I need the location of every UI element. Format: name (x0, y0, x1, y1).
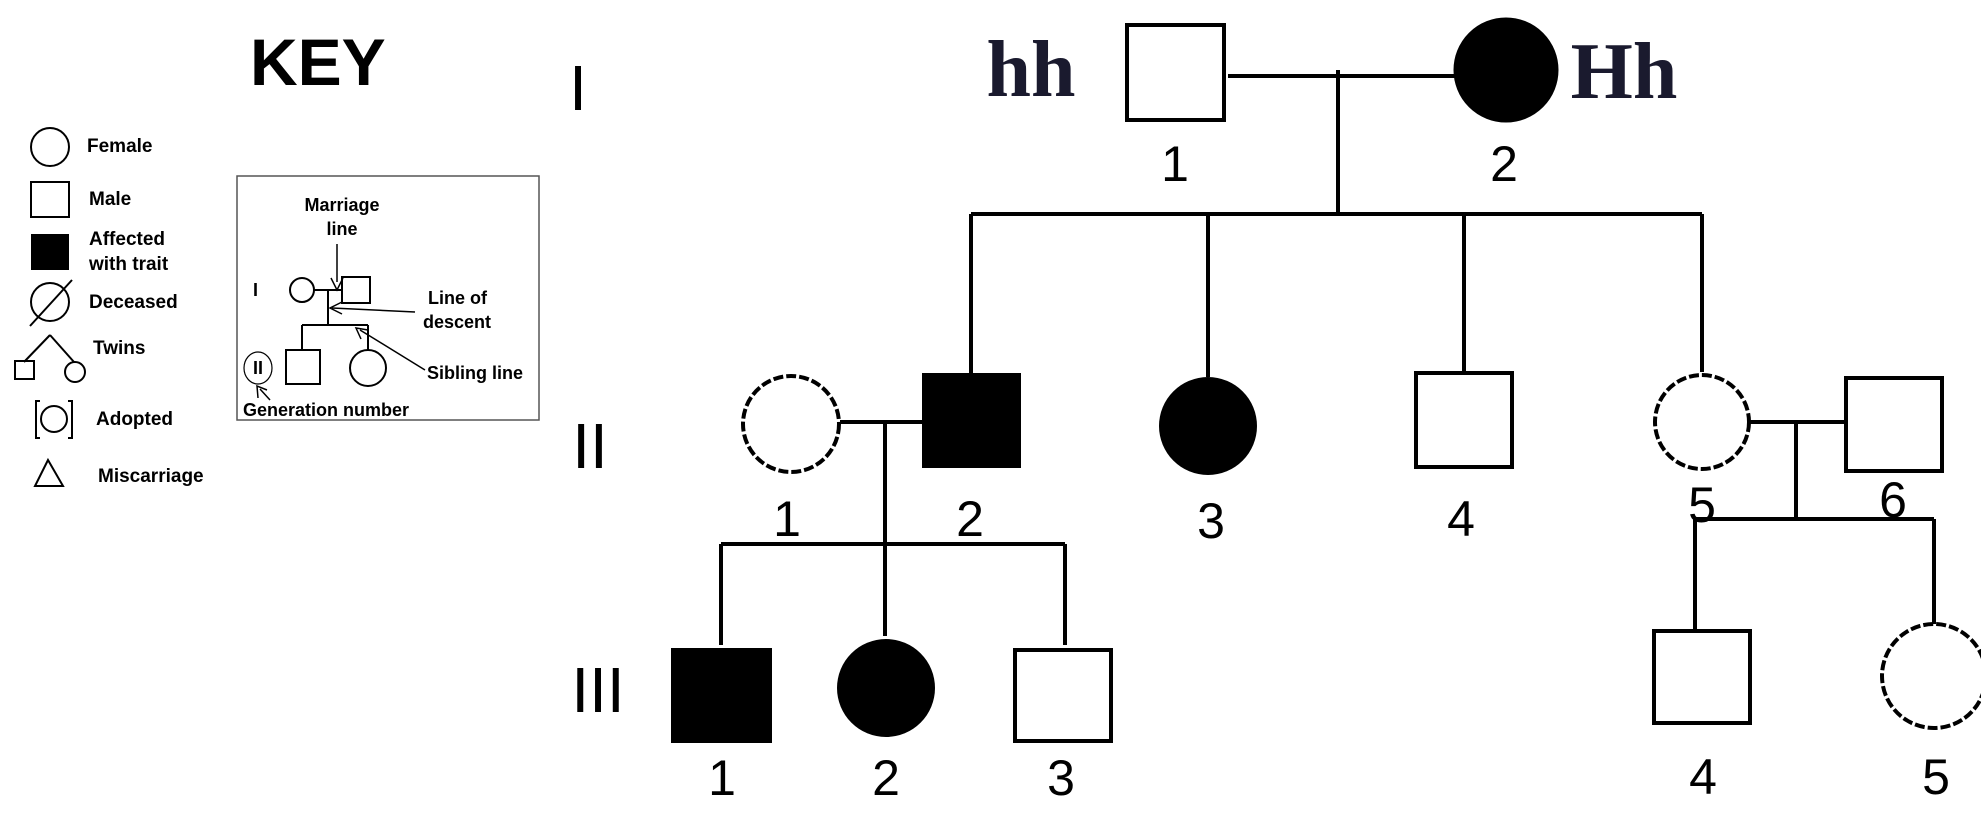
gen2-number-5: 5 (1688, 477, 1716, 533)
inset-marriage-2: line (326, 219, 357, 239)
gen2-number-3: 3 (1197, 493, 1225, 549)
individuals: 1 2 hh Hh 1 2 3 4 5 6 1 2 3 4 5 (671, 17, 1981, 806)
gen2-individual-4 (1414, 371, 1514, 469)
gen2-number-1: 1 (773, 491, 801, 547)
gen3-number-4: 4 (1689, 749, 1717, 805)
gen2-number-6: 6 (1879, 472, 1907, 528)
key-label-female: Female (87, 136, 152, 157)
gen1-number-2: 2 (1490, 136, 1518, 192)
gen2-individual-2 (922, 373, 1021, 468)
key-legend: KEY Female Male Affected with trait Dece… (14, 25, 540, 487)
gen3-individual-4 (1652, 629, 1752, 725)
gen1-number-1: 1 (1161, 136, 1189, 192)
generation-label-iii: III (571, 654, 624, 726)
inset-descent-2: descent (423, 312, 491, 332)
female-symbol-icon (30, 127, 70, 167)
gen1-individual-1 (1125, 23, 1226, 122)
gen3-individual-3 (1013, 648, 1113, 743)
gen3-number-5: 5 (1922, 749, 1950, 805)
gen3-individual-1 (671, 648, 772, 743)
key-label-adopted: Adopted (96, 409, 173, 430)
pedigree-lines (719, 70, 1936, 645)
gen2-individual-1 (741, 374, 841, 474)
inset-sibling: Sibling line (427, 363, 523, 383)
gen1-individual-2 (1453, 17, 1559, 123)
gen2-individual-6 (1844, 376, 1944, 473)
key-label-deceased: Deceased (89, 292, 178, 313)
gen3-number-2: 2 (872, 750, 900, 806)
key-title: KEY (250, 25, 386, 99)
key-inset-example: I II Marriage line Line of descent Sibli… (236, 175, 540, 421)
adopted-symbol-icon (35, 400, 73, 439)
gen3-individual-2 (837, 639, 935, 737)
gen3-number-3: 3 (1047, 750, 1075, 806)
key-label-male: Male (89, 189, 131, 210)
generation-label-ii: II (572, 410, 608, 482)
inset-descent-1: Line of (428, 288, 488, 308)
generation-label-i: I (569, 52, 587, 124)
inset-gen-i: I (253, 280, 258, 300)
gen3-number-1: 1 (708, 750, 736, 806)
inset-gen-ii: II (253, 358, 263, 378)
inset-marriage-1: Marriage (304, 195, 379, 215)
miscarriage-symbol-icon (33, 457, 65, 487)
twins-symbol-icon (14, 334, 86, 383)
genotype-gen1-male: hh (987, 26, 1076, 114)
gen2-individual-3 (1159, 377, 1257, 475)
gen2-number-2: 2 (956, 491, 984, 547)
genotype-gen1-female: Hh (1571, 28, 1678, 116)
gen3-individual-5 (1880, 622, 1981, 730)
inset-generation-number: Generation number (243, 400, 409, 420)
gen2-individual-5 (1653, 373, 1751, 471)
key-label-twins: Twins (93, 338, 145, 359)
affected-symbol-icon (31, 234, 69, 270)
deceased-symbol-icon (29, 279, 73, 327)
key-label-miscarriage: Miscarriage (98, 466, 204, 487)
gen2-number-4: 4 (1447, 491, 1475, 547)
key-label-affected-2: with trait (88, 254, 169, 275)
male-symbol-icon (30, 181, 70, 218)
key-label-affected-1: Affected (89, 229, 165, 250)
